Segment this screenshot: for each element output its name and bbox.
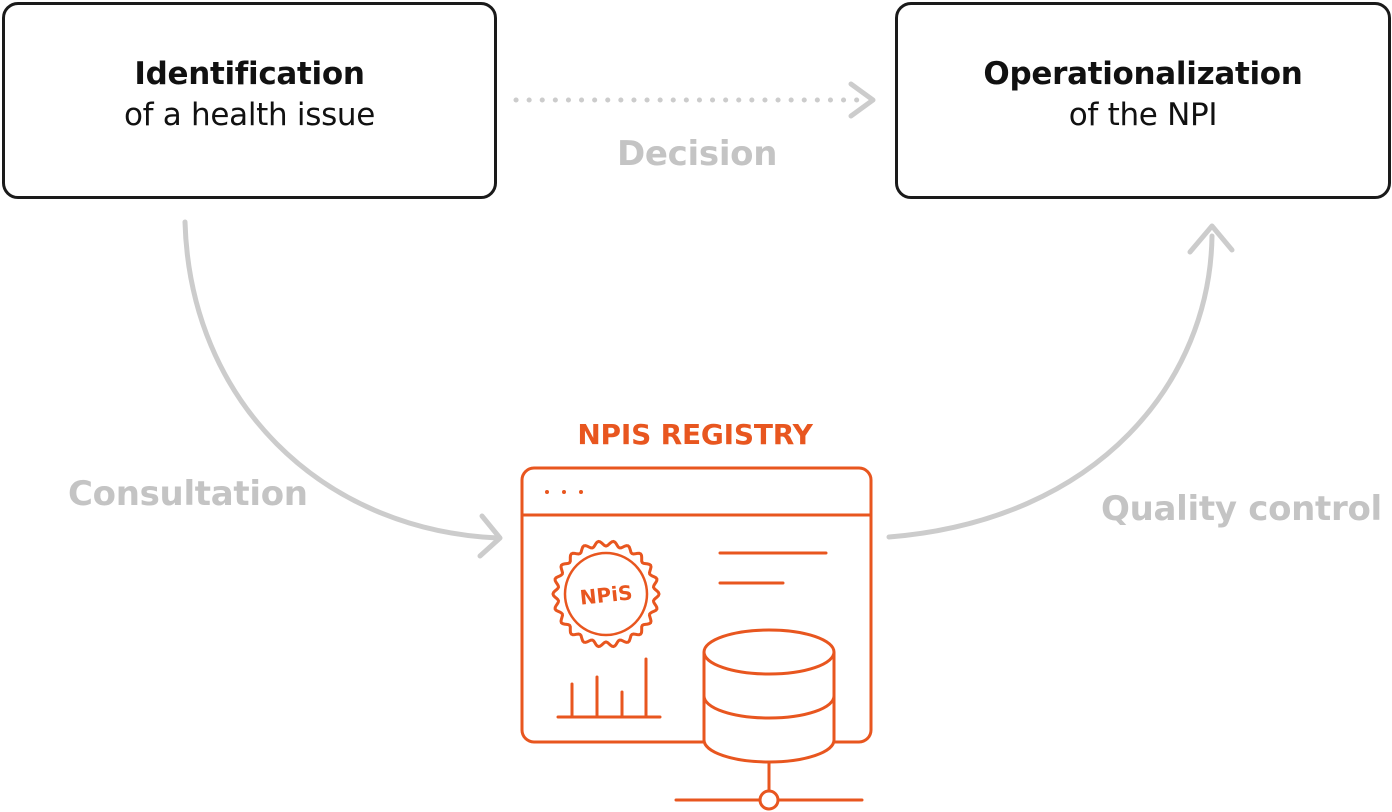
seal-badge-icon: NPiS	[551, 539, 661, 649]
quality-control-arrow	[886, 223, 1235, 540]
network-node-icon	[674, 760, 864, 811]
operationalization-title: Operationalization	[983, 56, 1303, 93]
consultation-arrow	[182, 219, 503, 559]
seal-text: NPiS	[579, 580, 634, 609]
browser-window-icon	[520, 466, 873, 744]
identification-title: Identification	[134, 56, 365, 93]
node-operationalization: Operationalization of the NPI	[895, 2, 1391, 199]
operationalization-subtitle: of the NPI	[1068, 96, 1218, 133]
consultation-label: Consultation	[68, 474, 308, 514]
quality-control-label: Quality control	[1101, 489, 1382, 529]
bar-chart-icon	[556, 657, 662, 719]
node-identification: Identification of a health issue	[2, 2, 497, 199]
database-icon	[702, 628, 836, 764]
decision-arrow	[513, 81, 876, 119]
identification-subtitle: of a health issue	[123, 96, 376, 133]
registry-title: NPIS REGISTRY	[577, 418, 813, 451]
decision-label: Decision	[617, 134, 778, 174]
